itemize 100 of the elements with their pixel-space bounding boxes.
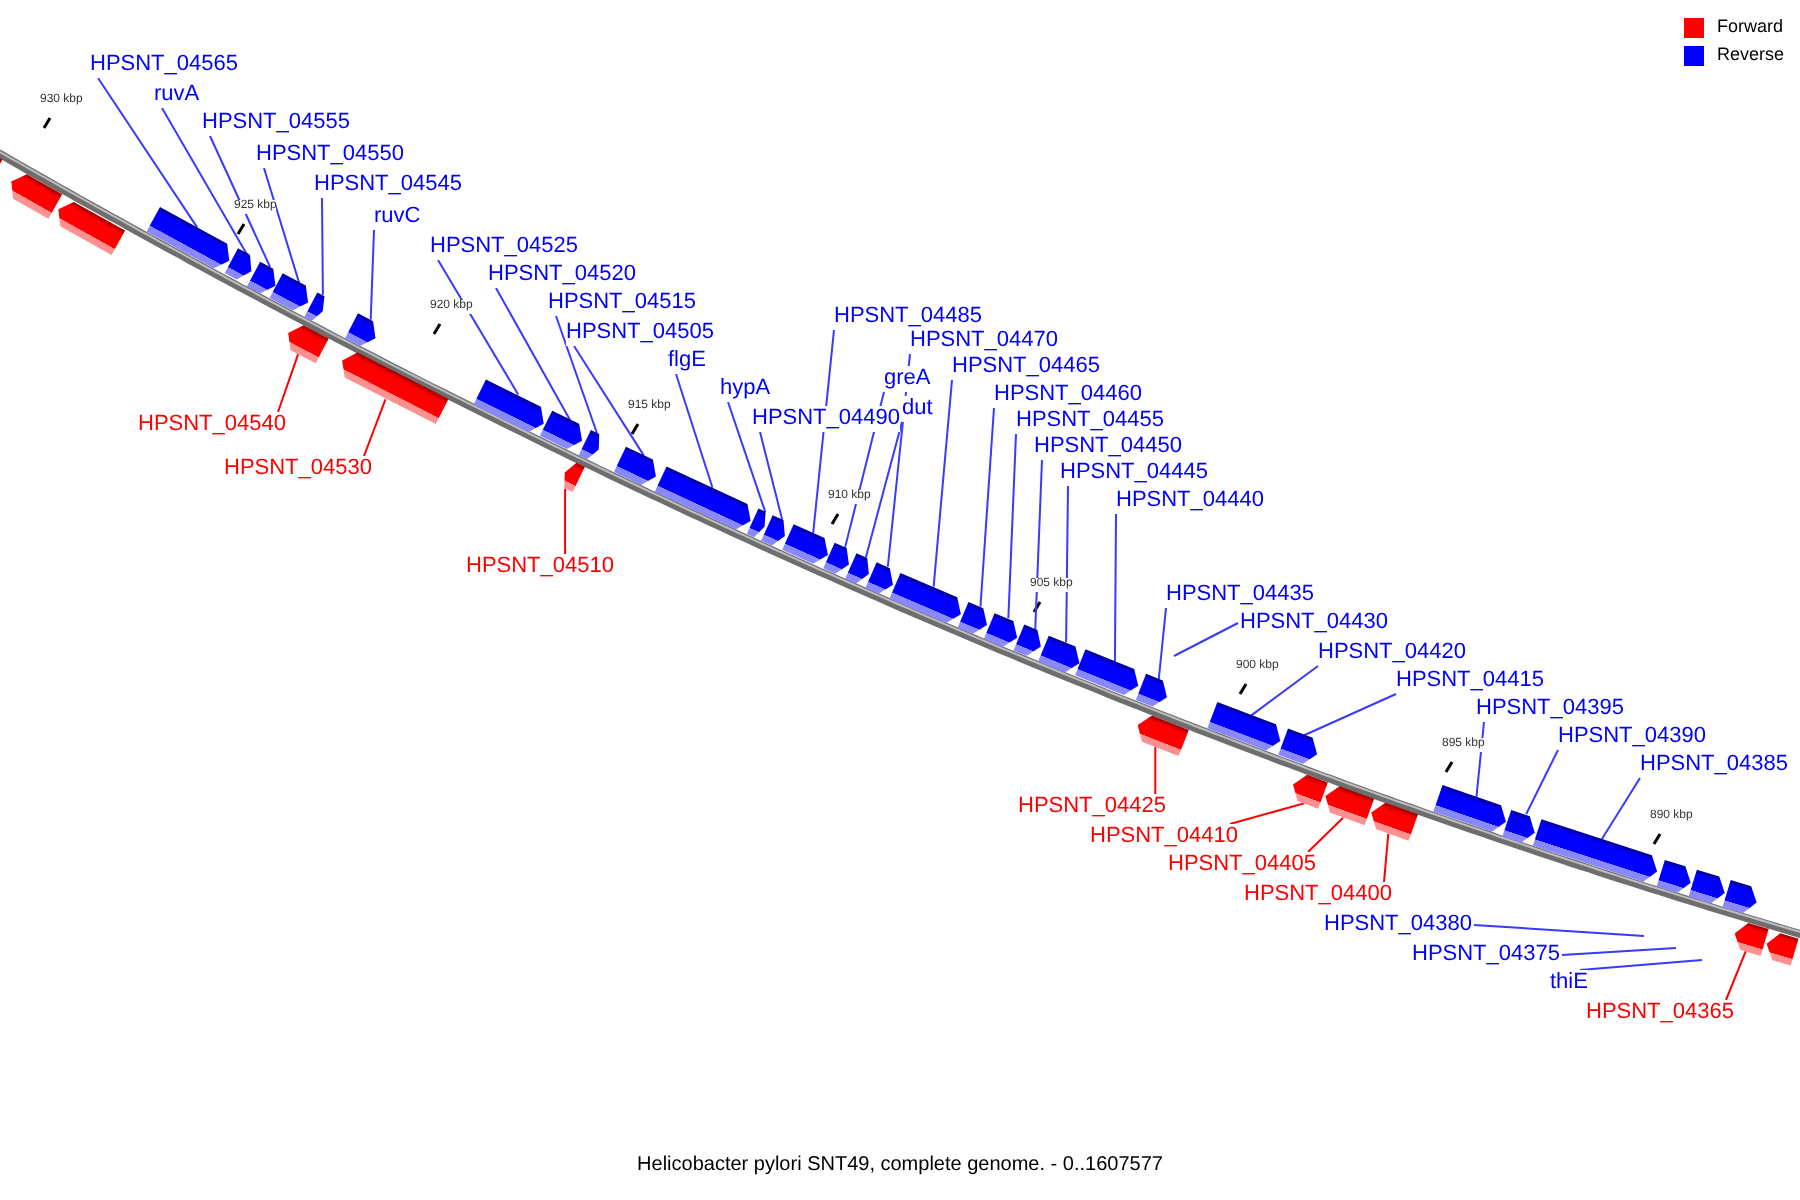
gene-feature — [957, 601, 993, 638]
gene-label: HPSNT_04425 — [1018, 794, 1166, 820]
leader-line — [1034, 459, 1043, 631]
gene-feature — [1013, 624, 1047, 660]
leader-line — [1173, 622, 1239, 657]
gene-label: HPSNT_04415 — [1396, 668, 1544, 694]
leader-line — [495, 287, 571, 421]
gene-label: HPSNT_04485 — [834, 304, 982, 330]
gene-feature — [577, 429, 604, 462]
gene-feature — [1132, 711, 1189, 756]
leader-line — [1561, 947, 1677, 956]
gene-label: HPSNT_04525 — [430, 234, 578, 260]
gene-label: HPSNT_04380 — [1324, 912, 1472, 938]
gene-feature — [1288, 771, 1329, 809]
gene-feature — [1321, 783, 1375, 826]
leader-line — [437, 259, 520, 396]
leader-line — [1250, 665, 1319, 717]
legend-label: Reverse — [1716, 44, 1784, 66]
gene-label: HPSNT_04470 — [910, 328, 1058, 354]
gene-label: HPSNT_04505 — [566, 320, 714, 346]
gene-label: HPSNT_04375 — [1412, 942, 1560, 968]
gene-label: HPSNT_04565 — [90, 52, 238, 78]
gene-feature — [1730, 919, 1769, 956]
gene-label: HPSNT_04385 — [1640, 752, 1788, 778]
caption: Helicobacter pylori SNT49, complete genome. - 0..1607577 — [637, 1154, 1163, 1176]
leader-line — [1578, 959, 1703, 971]
gene-feature — [303, 291, 329, 323]
gene-feature — [613, 446, 662, 490]
gene-feature — [1723, 879, 1762, 916]
gene-feature — [747, 509, 772, 541]
leader-line — [812, 329, 835, 535]
gene-feature — [1762, 929, 1799, 965]
gene-label: HPSNT_04365 — [1586, 1000, 1734, 1026]
leader-line — [369, 229, 375, 321]
gene-label: HPSNT_04450 — [1034, 434, 1182, 460]
gene-label: HPSNT_04465 — [952, 354, 1100, 380]
leader-line — [573, 345, 645, 457]
leader-line — [759, 431, 784, 521]
leader-line — [564, 487, 567, 555]
leader-line — [1154, 745, 1157, 795]
gene-feature — [983, 612, 1023, 650]
leader-line — [97, 77, 199, 229]
leader-line — [161, 107, 249, 256]
gene-feature — [889, 572, 967, 627]
gene-label: HPSNT_04435 — [1166, 582, 1314, 608]
gene-label: HPSNT_04410 — [1090, 824, 1238, 850]
leader-line — [675, 373, 714, 489]
gene-label: HPSNT_04530 — [224, 456, 372, 482]
gene-feature — [1503, 809, 1541, 846]
leader-line — [886, 353, 911, 568]
leader-line — [1303, 693, 1397, 737]
gene-label: HPSNT_04390 — [1558, 724, 1706, 750]
gene-label: greA — [884, 366, 931, 392]
gene-label: HPSNT_04555 — [202, 110, 350, 136]
leader-line — [932, 379, 953, 588]
gene-label: HPSNT_04515 — [548, 290, 696, 316]
gene-label: ruvA — [154, 82, 200, 108]
leader-line — [277, 353, 300, 413]
gene-label: HPSNT_04460 — [994, 382, 1142, 408]
leader-line — [1007, 433, 1017, 620]
gene-feature — [1135, 674, 1172, 711]
leader-line — [1475, 721, 1485, 798]
gene-label: HPSNT_04405 — [1168, 852, 1316, 878]
leader-line — [363, 398, 387, 457]
leader-line — [1307, 816, 1345, 853]
gene-label: HPSNT_04455 — [1016, 408, 1164, 434]
gene-label: HPSNT_04550 — [256, 142, 404, 168]
leader-line — [263, 167, 300, 284]
gene-feature — [1657, 859, 1696, 896]
leader-line — [1157, 607, 1167, 681]
gene-label: HPSNT_04520 — [488, 262, 636, 288]
gene-label: HPSNT_04545 — [314, 172, 462, 198]
gene-feature — [845, 553, 875, 587]
leader-line — [1525, 749, 1559, 815]
gene-feature — [52, 196, 126, 255]
leader-line — [979, 407, 995, 608]
leader-line — [321, 197, 324, 296]
gene-label: HPSNT_04445 — [1060, 460, 1208, 486]
gene-feature — [823, 543, 855, 578]
leader-line — [1113, 513, 1117, 663]
gene-feature — [865, 561, 899, 598]
leader-line — [1229, 802, 1305, 825]
gene-label: HPSNT_04430 — [1240, 610, 1388, 636]
leader-line — [1473, 924, 1645, 937]
gene-label: HPSNT_04510 — [466, 554, 614, 580]
gene-label: HPSNT_04540 — [138, 412, 286, 438]
gene-feature — [558, 460, 585, 493]
gene-label: HPSNT_04400 — [1244, 882, 1392, 908]
gene-feature — [1277, 728, 1322, 768]
leader-line — [1725, 950, 1747, 1001]
leader-line — [727, 401, 767, 513]
leader-line — [1600, 777, 1641, 841]
gene-label: dut — [902, 396, 933, 422]
legend-label: Forward — [1716, 16, 1783, 38]
gene-label: hypA — [720, 376, 771, 402]
gene-feature — [1367, 800, 1419, 842]
gene-label: HPSNT_04490 — [752, 406, 900, 432]
gene-label: HPSNT_04395 — [1476, 696, 1624, 722]
leader-line — [209, 135, 272, 268]
gene-label: flgE — [668, 348, 706, 374]
